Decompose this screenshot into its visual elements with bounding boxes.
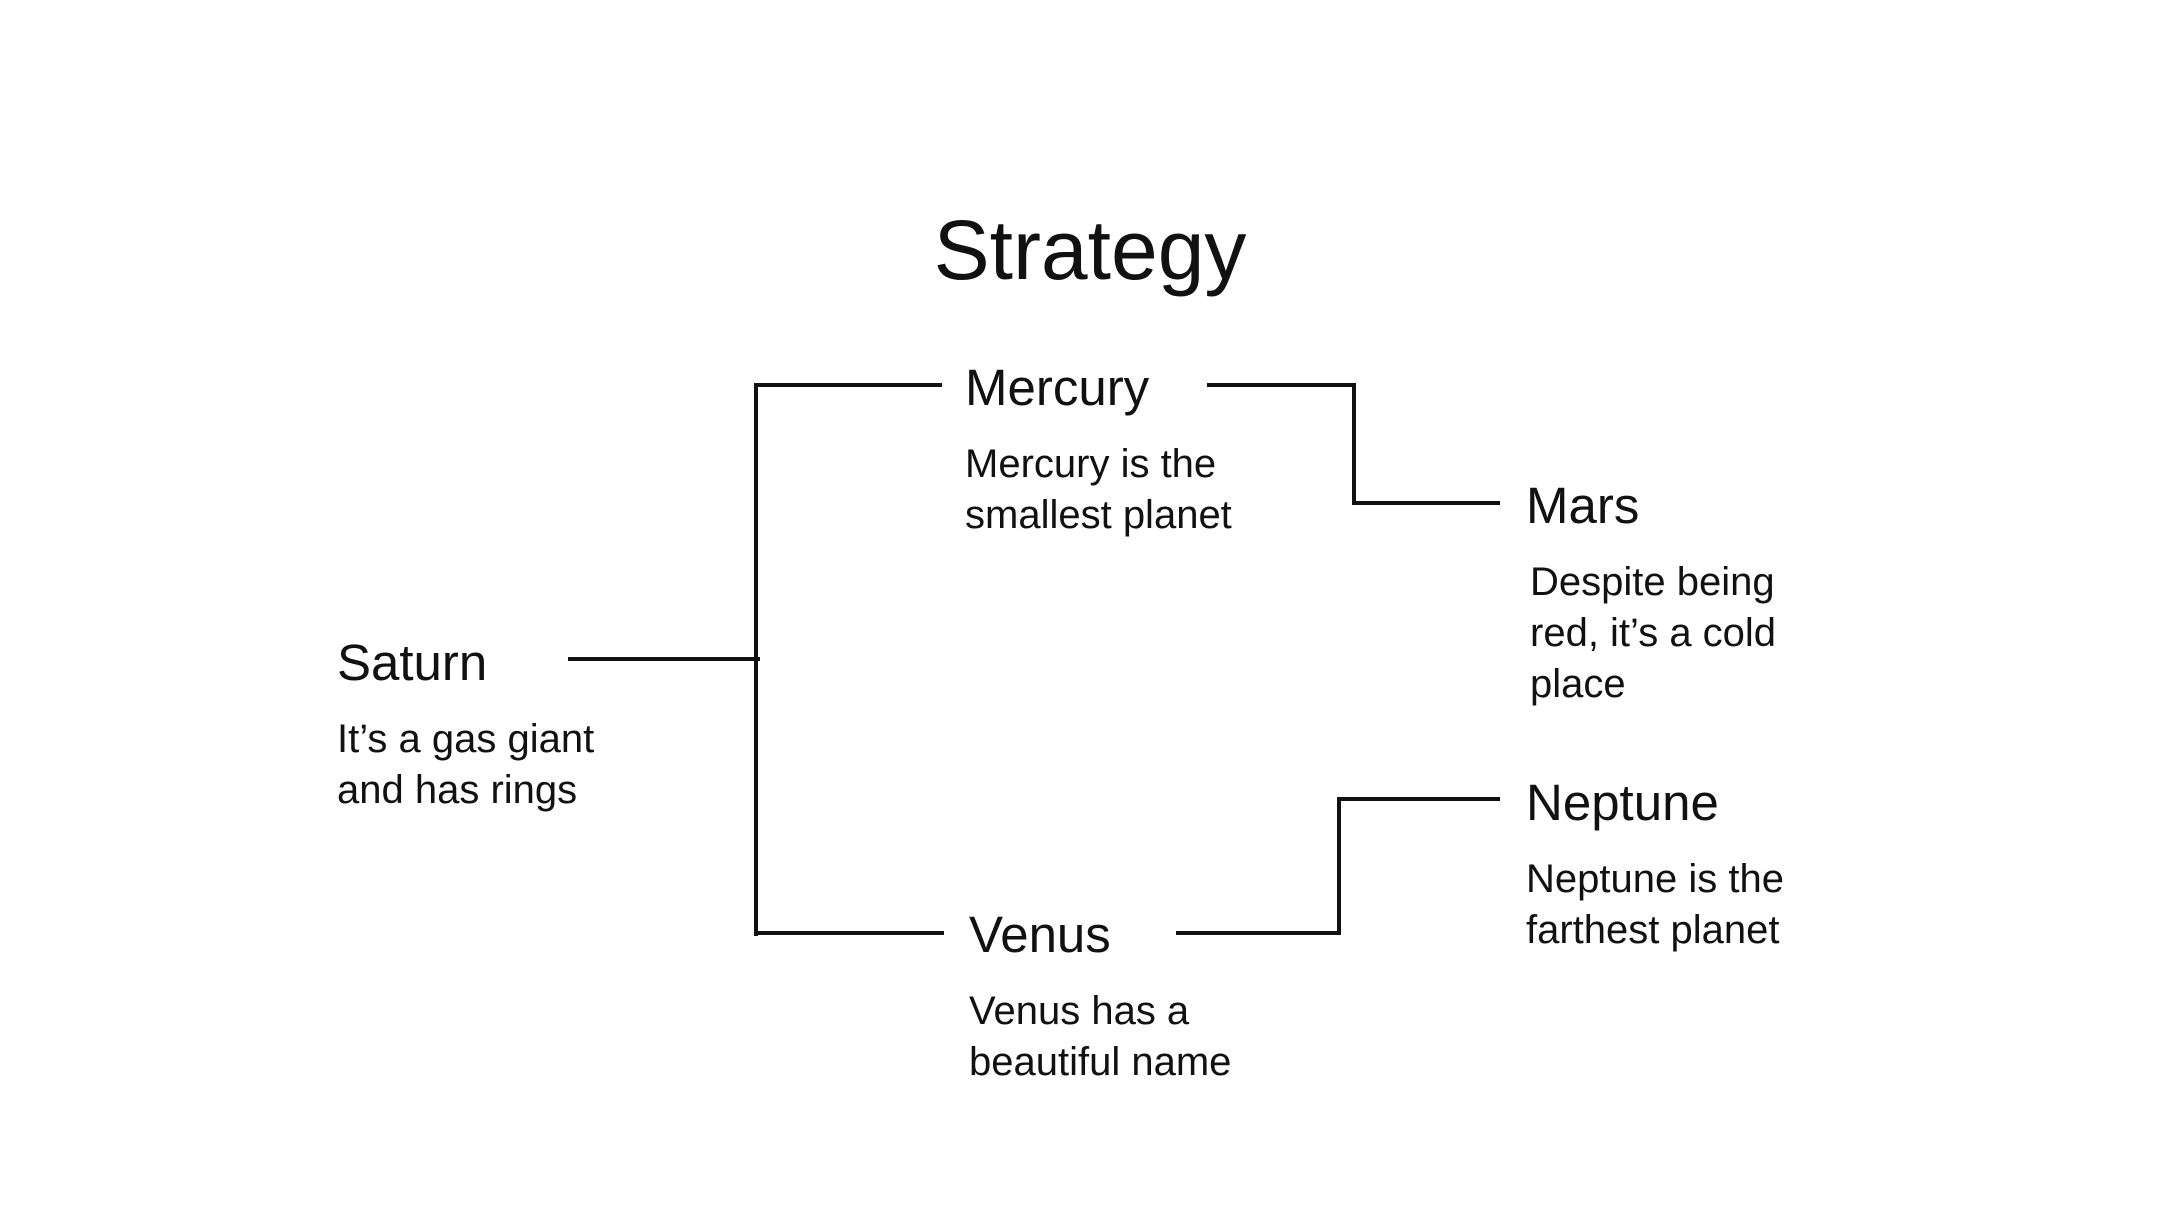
node-neptune: Neptune Neptune is the farthest planet xyxy=(1526,773,1784,956)
node-saturn-description: It’s a gas giant and has rings xyxy=(337,717,595,812)
node-neptune-name: Neptune xyxy=(1526,774,1719,831)
node-venus-description: Venus has a beautiful name xyxy=(969,989,1232,1084)
node-mars: Mars Despite being red, it’s a cold plac… xyxy=(1526,476,1776,710)
connector-mercury-mars xyxy=(1207,383,1500,505)
node-mercury-description: Mercury is the smallest planet xyxy=(965,442,1232,537)
node-mercury: Mercury Mercury is the smallest planet xyxy=(965,358,1232,541)
node-venus-name: Venus xyxy=(969,906,1111,963)
node-venus: Venus Venus has a beautiful name xyxy=(969,905,1231,1088)
node-mars-name: Mars xyxy=(1526,477,1640,534)
node-mercury-name: Mercury xyxy=(965,359,1150,416)
connector-saturn-branch xyxy=(568,383,760,936)
node-saturn-name: Saturn xyxy=(337,634,488,691)
connector-venus-neptune xyxy=(1176,797,1500,935)
node-mars-description: Despite being red, it’s a cold place xyxy=(1530,560,1777,706)
node-neptune-description: Neptune is the farthest planet xyxy=(1526,857,1784,952)
page-title: Strategy xyxy=(933,203,1247,297)
node-saturn: Saturn It’s a gas giant and has rings xyxy=(337,633,594,816)
